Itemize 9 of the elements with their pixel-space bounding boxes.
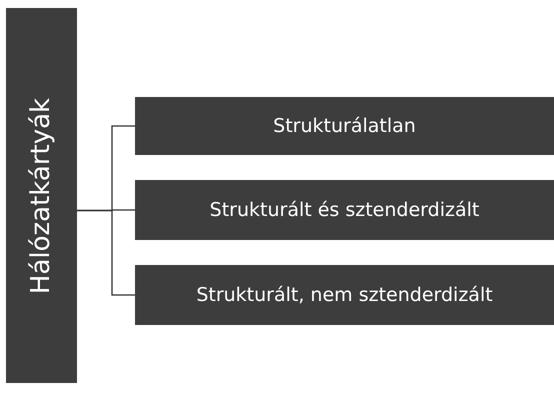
category-label: Strukturált, nem sztenderdizált	[196, 284, 493, 306]
category-box	[135, 180, 554, 240]
connector-line	[77, 210, 135, 296]
category-box	[135, 265, 554, 325]
main-heading: Hálózatkártyák	[26, 97, 56, 294]
category-bar	[6, 8, 77, 383]
category-label: Strukturált és sztenderdizált	[210, 199, 480, 221]
category-label: Strukturálatlan	[273, 115, 416, 137]
category-box	[135, 97, 554, 155]
